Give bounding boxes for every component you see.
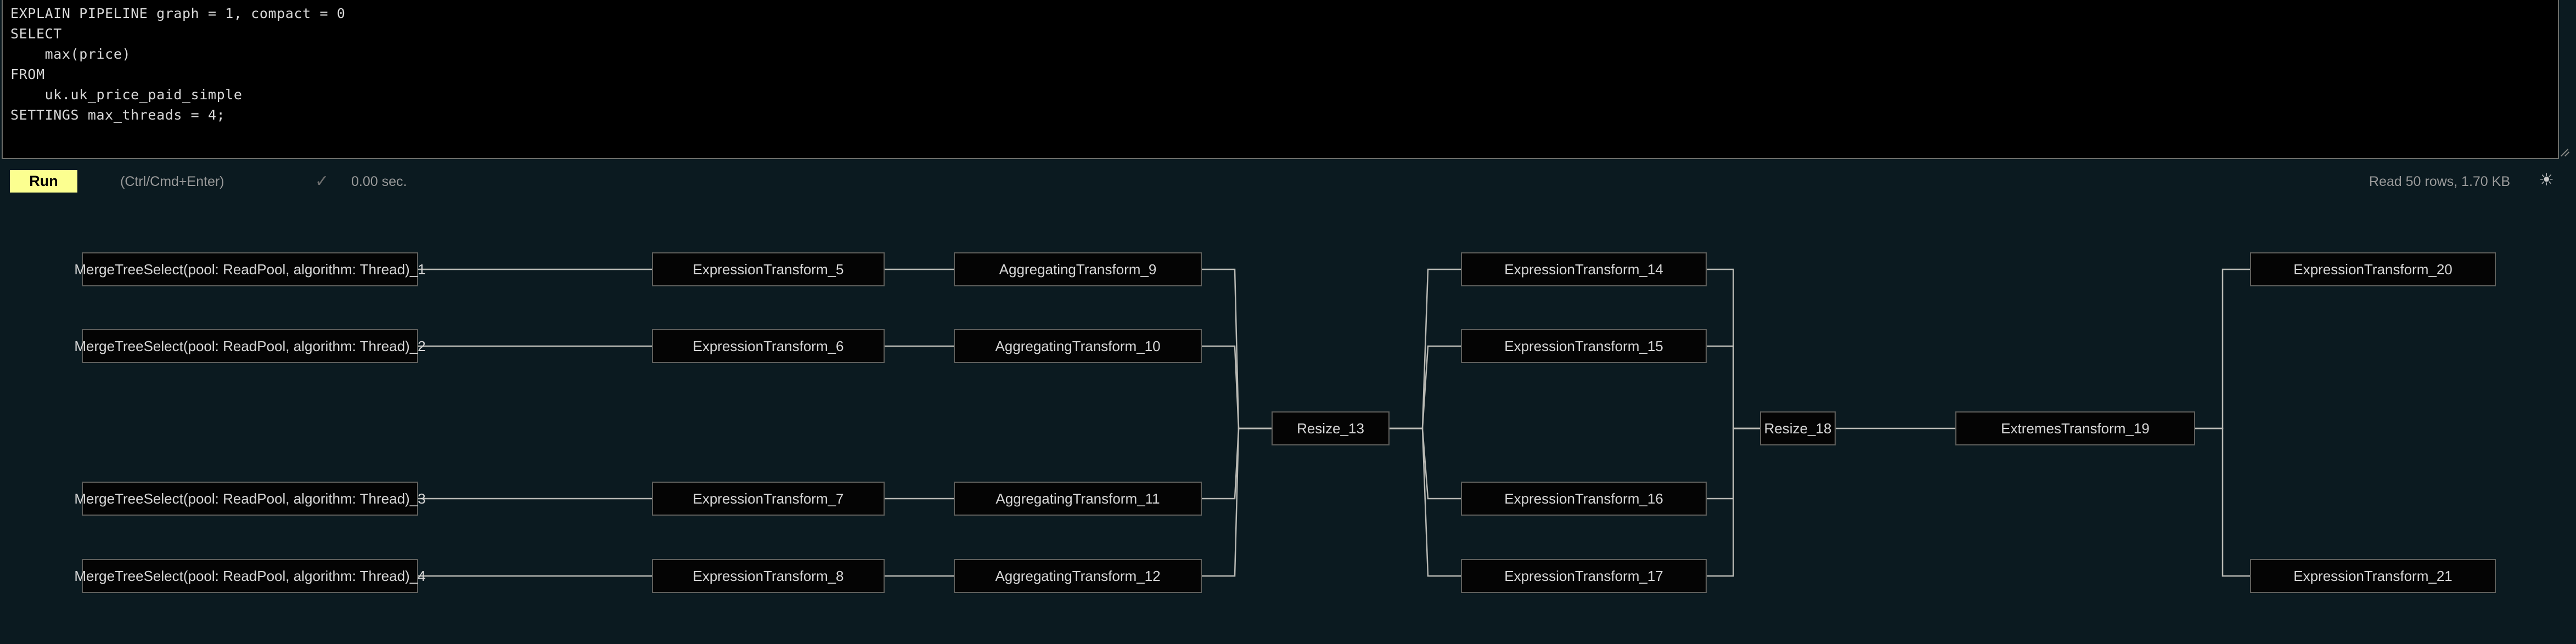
graph-node-rs13[interactable]: Resize_13 [1272,411,1390,445]
graph-node-agg11[interactable]: AggregatingTransform_11 [954,482,1202,516]
graph-node-et15[interactable]: ExpressionTransform_15 [1461,329,1707,363]
graph-edge-ext19-to-et21 [2195,427,2250,577]
graph-edge-et17-to-rs18 [1707,427,1760,577]
graph-node-rs18[interactable]: Resize_18 [1760,411,1836,445]
graph-node-et6[interactable]: ExpressionTransform_6 [652,329,885,363]
graph-node-mts3[interactable]: MergeTreeSelect(pool: ReadPool, algorith… [74,482,426,516]
graph-node-et20[interactable]: ExpressionTransform_20 [2250,252,2496,286]
graph-node-ext19[interactable]: ExtremesTransform_19 [1955,411,2195,445]
graph-node-agg9[interactable]: AggregatingTransform_9 [954,252,1202,286]
graph-node-et17[interactable]: ExpressionTransform_17 [1461,559,1707,593]
graph-node-agg10[interactable]: AggregatingTransform_10 [954,329,1202,363]
graph-edge-et15-to-rs18 [1707,345,1760,430]
pipeline-graph: MergeTreeSelect(pool: ReadPool, algorith… [0,201,2576,644]
graph-node-mts2[interactable]: MergeTreeSelect(pool: ReadPool, algorith… [74,329,426,363]
graph-node-et21[interactable]: ExpressionTransform_21 [2250,559,2496,593]
graph-edge-layer [418,268,2250,577]
graph-node-et5[interactable]: ExpressionTransform_5 [652,252,885,286]
graph-node-mts1[interactable]: MergeTreeSelect(pool: ReadPool, algorith… [74,252,426,286]
graph-edge-rs13-to-et17 [1390,427,1461,577]
editor-resize-grip[interactable] [2558,145,2571,157]
graph-node-et8[interactable]: ExpressionTransform_8 [652,559,885,593]
graph-edge-agg9-to-rs13 [1202,268,1272,430]
sun-icon[interactable]: ☀ [2539,170,2554,189]
elapsed-time: 0.00 sec. [351,174,407,189]
query-editor-panel [0,0,2576,160]
graph-edge-rs13-to-et14 [1390,268,1461,430]
run-button[interactable]: Run [10,170,77,193]
sql-query-editor[interactable] [2,0,2559,159]
graph-node-mts4[interactable]: MergeTreeSelect(pool: ReadPool, algorith… [74,559,426,593]
graph-node-et7[interactable]: ExpressionTransform_7 [652,482,885,516]
graph-node-et16[interactable]: ExpressionTransform_16 [1461,482,1707,516]
read-stats: Read 50 rows, 1.70 KB [2369,174,2510,189]
graph-node-et14[interactable]: ExpressionTransform_14 [1461,252,1707,286]
success-check-icon: ✓ [315,172,329,190]
graph-node-agg12[interactable]: AggregatingTransform_12 [954,559,1202,593]
graph-edge-ext19-to-et20 [2195,268,2250,430]
shortcut-hint: (Ctrl/Cmd+Enter) [120,174,224,189]
query-toolbar: Run (Ctrl/Cmd+Enter) ✓ 0.00 sec. Read 50… [0,165,2576,194]
graph-edge-agg12-to-rs13 [1202,427,1272,577]
